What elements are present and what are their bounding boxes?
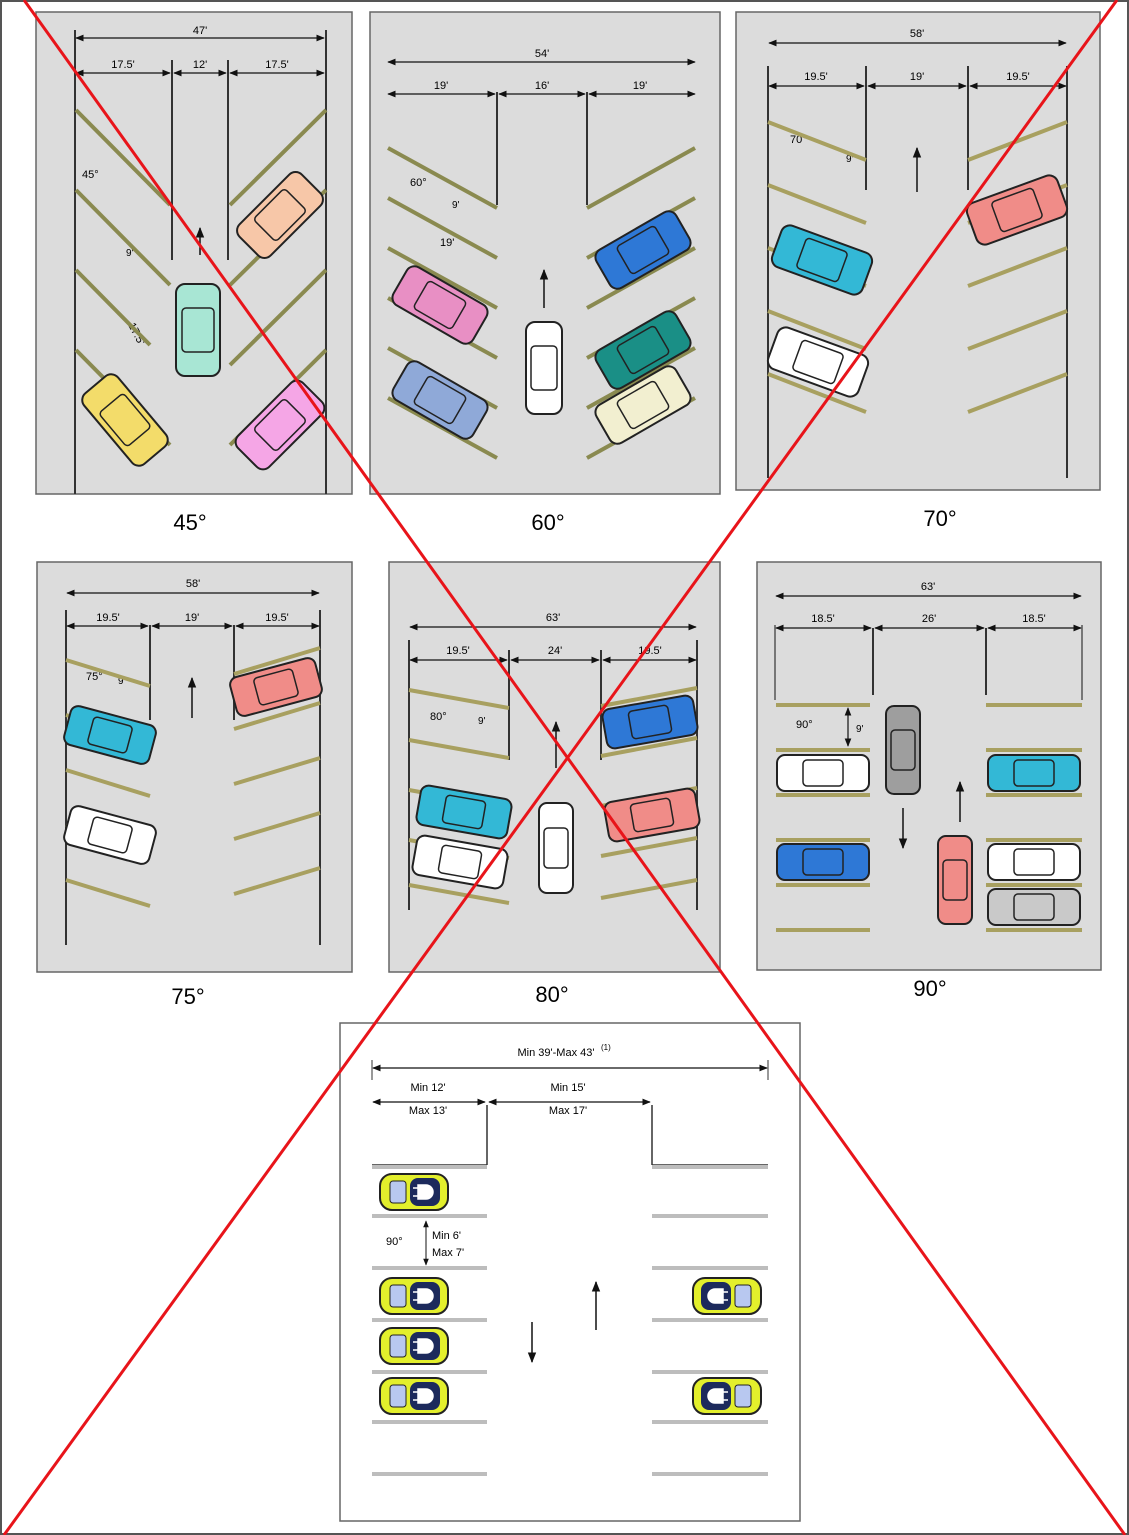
panel-angle-title: 45° — [173, 510, 206, 535]
car-teal — [594, 310, 692, 390]
panel-angle-title: 80° — [535, 982, 568, 1007]
ev-car — [379, 1173, 449, 1211]
car-white — [776, 754, 870, 792]
stall-width-label: 9' — [126, 248, 134, 259]
ev-car — [379, 1377, 449, 1415]
panel-background — [339, 1022, 801, 1522]
stall-width-label: 9' — [478, 716, 486, 727]
car-white — [525, 321, 563, 415]
car-pink — [391, 265, 489, 345]
car-white — [63, 805, 157, 865]
stall-depth-label: 19' — [440, 237, 454, 249]
car-yellow — [81, 373, 169, 467]
car-white — [538, 802, 574, 894]
right-width-label: 19.5' — [1006, 71, 1030, 83]
stall-width-label: 9' — [856, 724, 864, 735]
ev-car — [692, 1277, 762, 1315]
stall-width-label: 9' — [452, 200, 460, 211]
cross-line-diagonal-down — [22, 0, 1127, 1535]
ev-angle-mark-label: 90° — [386, 1236, 403, 1248]
ev-car — [379, 1327, 449, 1365]
car-blue — [776, 843, 870, 881]
total-width-label: 63' — [546, 612, 560, 624]
ev-car — [692, 1377, 762, 1415]
angle-mark-label: 60° — [410, 177, 427, 189]
car-cyan — [415, 784, 513, 840]
left-width-label: 19.5' — [804, 71, 828, 83]
ev-total-width-label: Min 39'-Max 43' — [518, 1047, 595, 1059]
car-salmon — [965, 174, 1069, 246]
ev-stall-width-max: Max 7' — [432, 1247, 464, 1259]
panel-45: 47' 17.5' 12' 17.5' 45° 9' 17.5' 45° — [35, 11, 353, 535]
stall-width-label: 9' — [846, 154, 854, 165]
car-lavender-blue — [391, 360, 489, 440]
angle-mark-label: 45° — [82, 169, 99, 181]
panel-background — [36, 561, 353, 973]
left-width-label: 19.5' — [96, 612, 120, 624]
car-white — [987, 843, 1081, 881]
angle-mark-label: 90° — [796, 719, 813, 731]
car-cream — [594, 365, 692, 445]
right-width-label: 19' — [633, 80, 647, 92]
car-pink — [234, 379, 326, 471]
car-gray — [885, 705, 921, 795]
angle-mark-label: 75° — [86, 671, 103, 683]
total-width-label: 63' — [921, 581, 935, 593]
aisle-width-label: 19' — [185, 612, 199, 624]
right-width-label: 17.5' — [265, 59, 289, 71]
panel-60: 54' 19' 16' 19' 60° 9' 19' 60° — [369, 11, 721, 535]
aisle-width-label: 24' — [548, 645, 562, 657]
panel-75: 58' 19.5' 19' 19.5' 75° 9' 75° — [36, 561, 353, 1009]
ev-stall-depth-max: Max 13' — [409, 1105, 447, 1117]
car-cyan — [770, 224, 874, 296]
total-width-label: 54' — [535, 48, 549, 60]
ev-aisle-max: Max 17' — [549, 1105, 587, 1117]
left-width-label: 19' — [434, 80, 448, 92]
total-width-label: 58' — [186, 578, 200, 590]
car-blue — [601, 694, 699, 750]
ev-car — [379, 1277, 449, 1315]
right-width-label: 18.5' — [1022, 613, 1046, 625]
ev-stall-depth-min: Min 12' — [410, 1082, 445, 1094]
total-width-label: 47' — [193, 25, 207, 37]
car-salmon — [937, 835, 973, 925]
car-blue — [594, 210, 692, 290]
panel-70: 58' 19.5' 19' 19.5' 70° 9' 70° — [735, 11, 1101, 531]
panel-angle-title: 70° — [923, 506, 956, 531]
panel-angle-title: 90° — [913, 976, 946, 1001]
ev-stall-width-min: Min 6' — [432, 1230, 461, 1242]
panel-90: 63' 18.5' 26' 18.5' 90° 9' 90° — [756, 561, 1102, 1001]
panel-angle-title: 60° — [531, 510, 564, 535]
stall-stripes — [372, 1165, 768, 1476]
car-peach — [236, 171, 324, 259]
aisle-width-label: 16' — [535, 80, 549, 92]
stall-width-label: 9' — [118, 676, 126, 687]
ev-footnote-marker: (1) — [601, 1043, 611, 1052]
right-width-label: 19.5' — [265, 612, 289, 624]
panel-angle-title: 75° — [171, 984, 204, 1009]
left-width-label: 17.5' — [111, 59, 135, 71]
car-salmon — [603, 787, 701, 843]
car-salmon — [229, 657, 323, 717]
angle-mark-label: 80° — [430, 711, 447, 723]
car-gray — [987, 888, 1081, 926]
panel-ev: Min 39'-Max 43' (1) Min 12' Max 13' Min … — [339, 1022, 801, 1522]
aisle-width-label: 12' — [193, 59, 207, 71]
stall-stripes — [776, 703, 1082, 932]
ev-aisle-min: Min 15' — [550, 1082, 585, 1094]
total-width-label: 58' — [910, 28, 924, 40]
aisle-width-label: 19' — [910, 71, 924, 83]
car-cyan — [987, 754, 1081, 792]
car-cyan — [63, 705, 157, 765]
aisle-width-label: 26' — [922, 613, 936, 625]
left-width-label: 19.5' — [446, 645, 470, 657]
panel-80: 63' 19.5' 24' 19.5' 80° 9' 80° — [388, 561, 721, 1007]
left-width-label: 18.5' — [811, 613, 835, 625]
car-mint — [175, 283, 221, 377]
